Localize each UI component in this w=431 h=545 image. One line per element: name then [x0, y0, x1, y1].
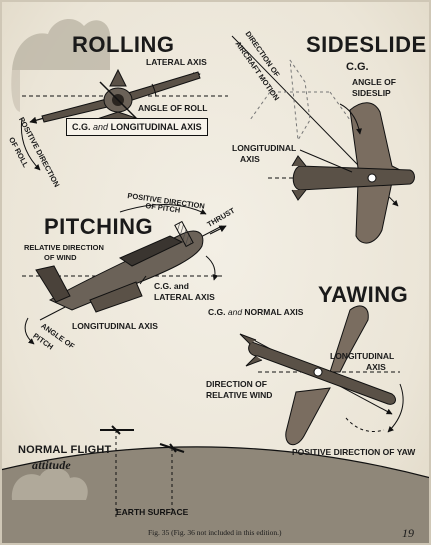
- and-label: and: [93, 122, 109, 132]
- direction-relative-wind-label-1: DIRECTION OF: [206, 379, 267, 389]
- direction-relative-wind-label-2: RELATIVE WIND: [206, 390, 273, 400]
- cloud-top-left: [11, 19, 111, 112]
- sideslide-longitudinal-label-1: LONGITUDINAL: [232, 143, 297, 153]
- positive-direction-yaw-label: POSITIVE DIRECTION OF YAW: [292, 447, 416, 457]
- pitching-cg-label: C.G. and: [154, 281, 189, 291]
- longitudinal-axis-label: LONGITUDINAL AXIS: [110, 122, 202, 132]
- earth-surface: [0, 425, 431, 545]
- pitching-title: PITCHING: [44, 214, 154, 239]
- yaw-longitudinal-label-2: AXIS: [366, 362, 386, 372]
- sideslide-longitudinal-label-2: AXIS: [240, 154, 260, 164]
- normal-flight-title: NORMAL FLIGHT: [18, 444, 112, 456]
- normal-axis-label: NORMAL AXIS: [244, 307, 304, 317]
- yaw-cg-normal-axis-label: C.G. and NORMAL AXIS: [208, 308, 303, 317]
- pitching-airplane: [22, 204, 227, 345]
- yaw-longitudinal-label-1: LONGITUDINAL: [330, 351, 395, 361]
- rolling-title: ROLLING: [72, 32, 175, 57]
- sideslide-cg-label: C.G.: [346, 61, 369, 73]
- attitude-label: attitude: [32, 458, 71, 472]
- cg-longitudinal-box: C.G. and LONGITUDINAL AXIS: [66, 118, 208, 136]
- sideslide-title: SIDESLIDE: [306, 32, 427, 57]
- figure-caption: Fig. 35 (Fig. 36 not included in this ed…: [148, 528, 282, 537]
- yaw-cg-label: C.G.: [208, 307, 226, 317]
- sideslide-airplane: [231, 35, 415, 244]
- pitching-longitudinal-axis-label: LONGITUDINAL AXIS: [72, 321, 158, 331]
- relative-direction-label: RELATIVE DIRECTION: [24, 243, 104, 252]
- rolling-airplane: [20, 68, 228, 171]
- cg-label: C.G.: [72, 122, 91, 132]
- yaw-and-label: and: [227, 307, 243, 317]
- yawing-title: YAWING: [318, 282, 409, 307]
- angle-of-sideslip-label-2: SIDESLIP: [352, 88, 391, 98]
- angle-of-sideslip-label-1: ANGLE OF: [352, 77, 396, 87]
- earth-surface-label: EARTH SURFACE: [116, 507, 189, 517]
- angle-of-roll-label: ANGLE OF ROLL: [138, 103, 208, 113]
- lateral-axis-label: LATERAL AXIS: [146, 57, 207, 67]
- of-wind-label: OF WIND: [44, 253, 77, 262]
- lateral-axis-pitch-label: LATERAL AXIS: [154, 292, 215, 302]
- yawing-airplane: [239, 305, 404, 446]
- page-number: 19: [402, 526, 414, 540]
